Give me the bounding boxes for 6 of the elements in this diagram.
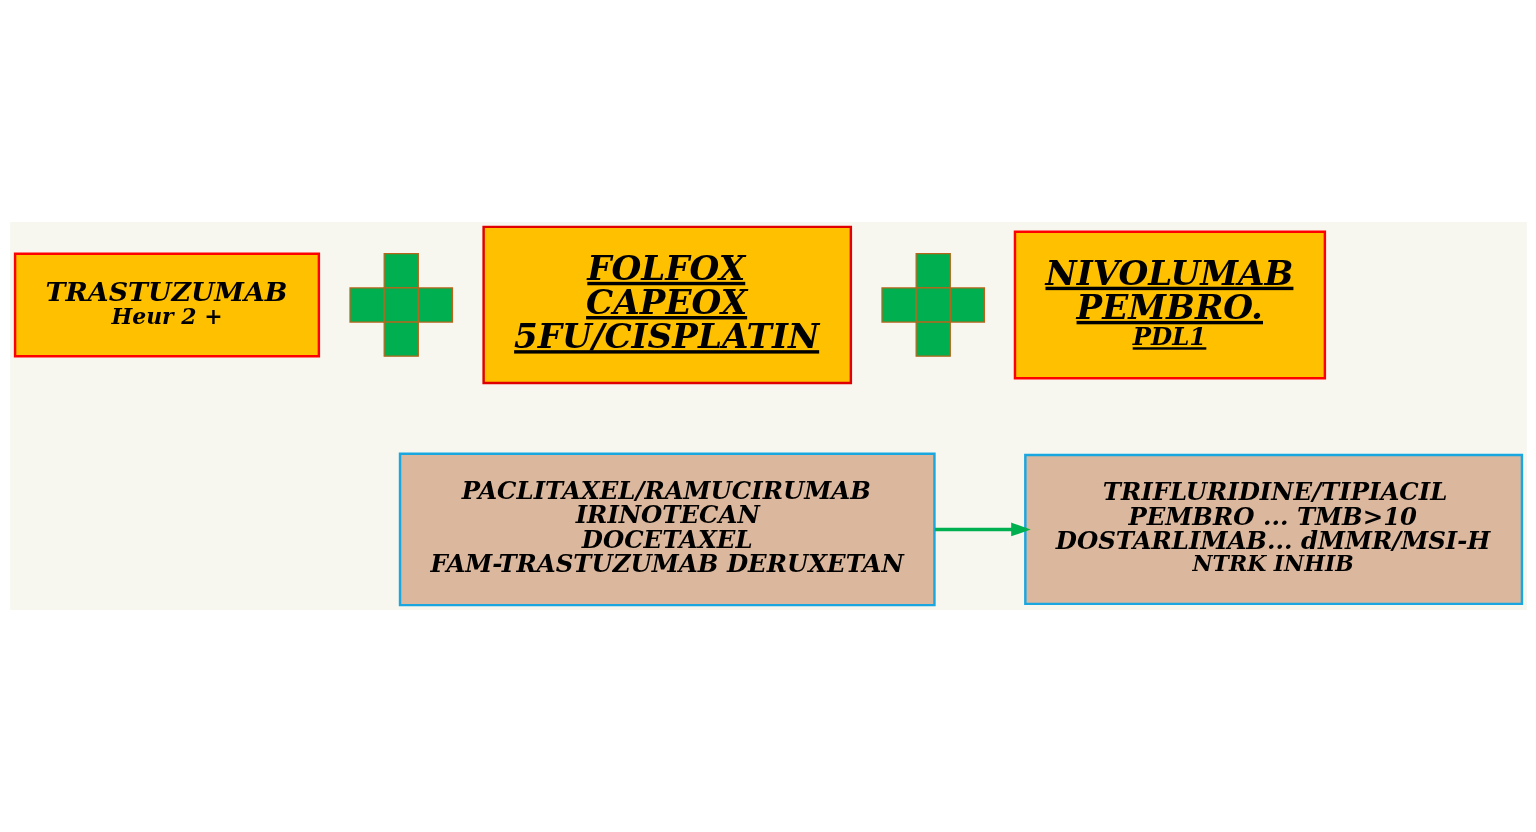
node-box: FOLFOX CAPEOX 5FU/CISPLATIN: [481, 225, 852, 385]
node-box: PACLITAXEL/RAMUCIRUMAB IRINOTECAN DOCETAXEL FAM-TRASTUZUMAB DERUXETAN: [398, 452, 936, 607]
node-box: TRASTUZUMAB Heur 2 +: [13, 252, 320, 358]
node-box: NIVOLUMAB PEMBRO. PDL1: [1013, 230, 1326, 380]
node-box: TRIFLURIDINE/TIPIACIL PEMBRO ... TMB>10 DOSTARLIMAB... dMMR/MSI-H NTRK INHIB: [1023, 453, 1523, 606]
arrow: [934, 522, 1031, 537]
